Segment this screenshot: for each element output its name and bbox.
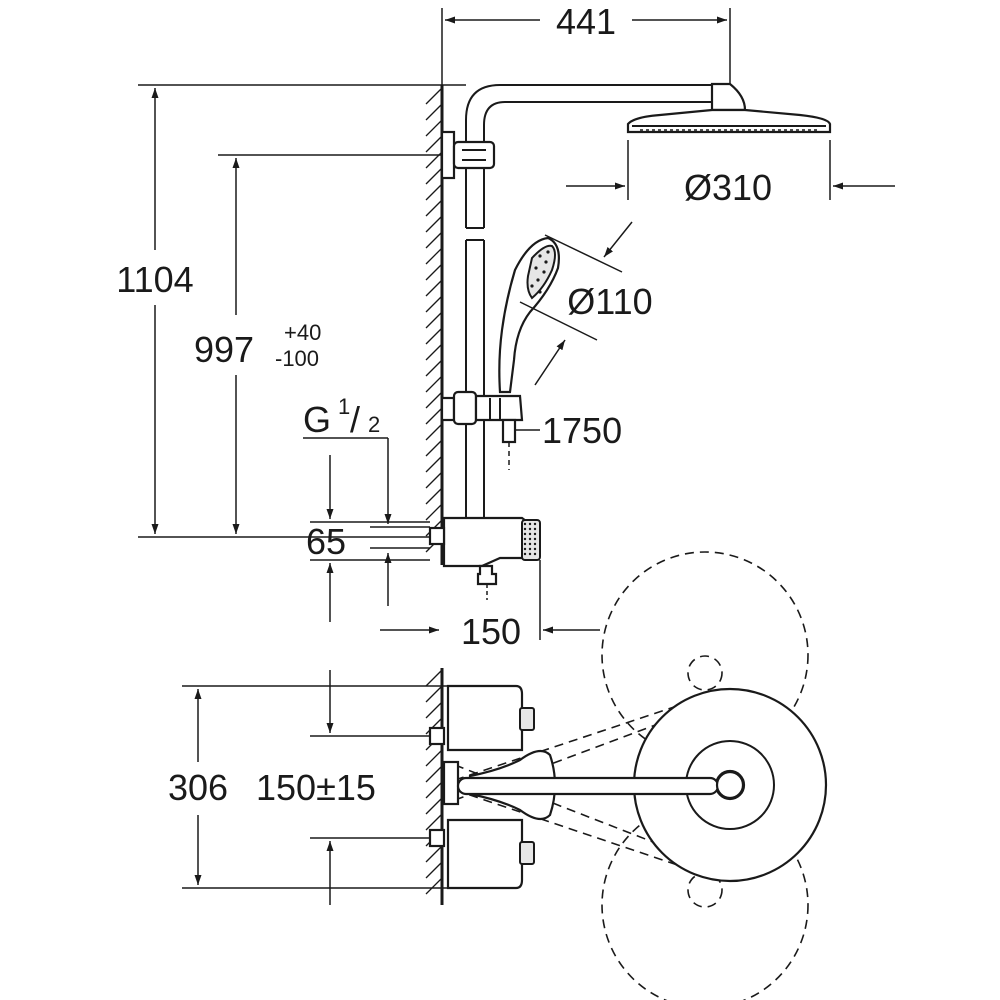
hatch-line: [425, 183, 443, 201]
hatch-line: [425, 375, 443, 393]
hatch-line: [425, 765, 443, 783]
hatch-line: [425, 327, 443, 345]
shower-top-view: [428, 551, 828, 1000]
hatch-line: [425, 813, 443, 831]
hatch-line: [425, 717, 443, 735]
knurl-dot: [523, 547, 527, 551]
dim-150: 150: [461, 611, 521, 652]
nozzle-dot: [544, 260, 548, 264]
hatch-line: [425, 439, 443, 457]
hatch-line: [425, 797, 443, 815]
hatch-line: [425, 471, 443, 489]
knurl-dot: [523, 552, 527, 556]
nozzle-dot: [542, 270, 546, 274]
knurl-dot: [533, 552, 537, 556]
hatch-line: [425, 231, 443, 249]
hatch-line: [425, 749, 443, 767]
hatch-line: [425, 503, 443, 521]
hatch-line: [425, 119, 443, 137]
knurl-dot: [528, 542, 532, 546]
dim-997-tol-minus: -100: [275, 346, 319, 371]
hatch-line: [425, 391, 443, 409]
knurl-dot: [528, 547, 532, 551]
hatch-line: [425, 781, 443, 799]
wall-top-view: [425, 668, 444, 905]
nozzle-dot: [546, 250, 550, 254]
wall-hatch-top: [425, 87, 443, 553]
hatch-line: [425, 701, 443, 719]
knurl-dot: [528, 552, 532, 556]
knurl-dot: [523, 527, 527, 531]
hatch-line: [425, 295, 443, 313]
knurl-dot: [533, 537, 537, 541]
nozzle-dot: [538, 254, 542, 258]
knurl-dot: [528, 527, 532, 531]
knurl-dot: [533, 527, 537, 531]
knob-knurl: [523, 522, 537, 556]
dimension-lines: [138, 8, 895, 905]
hatch-line: [425, 263, 443, 281]
hatch-line: [425, 669, 443, 687]
knurl-dot: [523, 537, 527, 541]
knurl-dot: [533, 522, 537, 526]
hatch-line: [425, 199, 443, 217]
hatch-line: [425, 343, 443, 361]
hatch-line: [425, 423, 443, 441]
dim-997: 997: [194, 329, 254, 370]
hatch-line: [425, 279, 443, 297]
hatch-line: [425, 87, 443, 105]
knurl-dot: [523, 542, 527, 546]
wall-hatch-bottom: [425, 669, 443, 895]
shower-side-view: [428, 82, 832, 600]
knurl-dot: [523, 522, 527, 526]
hatch-line: [425, 103, 443, 121]
hatch-line: [425, 359, 443, 377]
dim-hose-1750: 1750: [542, 410, 622, 451]
hatch-line: [425, 455, 443, 473]
nozzle-dot: [530, 284, 534, 288]
knurl-dot: [523, 532, 527, 536]
knurl-dot: [528, 522, 532, 526]
dim-thread-g: G: [303, 399, 331, 440]
hatch-line: [425, 167, 443, 185]
hatch-line: [425, 407, 443, 425]
knurl-dot: [528, 537, 532, 541]
hatch-line: [425, 215, 443, 233]
knurl-dot: [533, 542, 537, 546]
hatch-line: [425, 861, 443, 879]
hatch-line: [425, 877, 443, 895]
dim-306: 306: [168, 767, 228, 808]
dim-150-pm-15: 150±15: [256, 767, 376, 808]
nozzle-dot: [538, 290, 542, 294]
dim-65: 65: [306, 521, 346, 562]
hatch-line: [425, 685, 443, 703]
knurl-dot: [533, 532, 537, 536]
nozzle-dot: [536, 278, 540, 282]
dim-thread-denominator: 2: [368, 412, 380, 437]
nozzle-dot: [534, 266, 538, 270]
dim-hand-shower-diameter: Ø110: [567, 281, 652, 322]
dim-997-tol-plus: +40: [284, 320, 321, 345]
hatch-line: [425, 487, 443, 505]
knurl-dot: [533, 547, 537, 551]
dim-1104: 1104: [116, 259, 193, 300]
hatch-line: [425, 311, 443, 329]
dim-thread-slash: /: [350, 399, 360, 440]
hatch-line: [425, 247, 443, 265]
dim-441: 441: [556, 1, 616, 42]
hatch-line: [425, 845, 443, 863]
dim-head-diameter: Ø310: [684, 167, 772, 208]
knurl-dot: [528, 532, 532, 536]
wall-side-view: [425, 85, 444, 565]
dimension-labels: 441 Ø310 1104 997 +40 -100 G 1 / 2 Ø110 …: [116, 1, 772, 808]
hand-shower-nozzles: [530, 250, 550, 294]
dim-thread-numerator: 1: [338, 394, 350, 419]
hatch-line: [425, 135, 443, 153]
